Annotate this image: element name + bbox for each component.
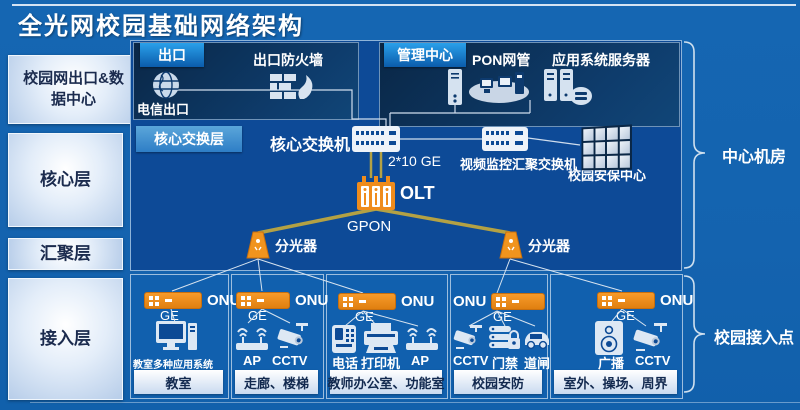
device-label: 教室多种应用系统 bbox=[133, 360, 213, 371]
bottom-divider bbox=[30, 402, 800, 403]
app-server-label: 应用系统服务器 bbox=[552, 52, 650, 68]
sidebar-item-egress-datacenter: 校园网出口&数据中心 bbox=[8, 55, 139, 124]
onu-icon bbox=[144, 292, 202, 309]
app-servers-icon bbox=[543, 68, 593, 108]
device-label: 道闸 bbox=[524, 356, 551, 371]
onu-4: ONU bbox=[453, 293, 546, 310]
pc-icon bbox=[155, 320, 199, 354]
zone-security: 校园安防 bbox=[454, 370, 542, 394]
pon-nms-label: PON网管 bbox=[472, 52, 531, 68]
tab-core-switch-layer: 核心交换层 bbox=[136, 126, 242, 152]
globe-icon bbox=[151, 70, 181, 100]
brace-marks bbox=[683, 41, 706, 393]
onu-icon bbox=[236, 292, 290, 309]
olt-label: OLT bbox=[400, 183, 435, 203]
sidebar-item-core-layer: 核心层 bbox=[8, 133, 123, 227]
onu-icon bbox=[338, 293, 396, 310]
device-label: 广播 bbox=[598, 356, 625, 371]
video-switch-label: 视频监控汇聚交换机 bbox=[460, 157, 578, 172]
phone-icon bbox=[330, 324, 358, 354]
top-divider bbox=[12, 4, 796, 6]
ap-icon bbox=[234, 324, 270, 352]
splitter-left-label: 分光器 bbox=[275, 238, 317, 254]
ge-label-4: GE bbox=[493, 309, 512, 324]
gpon-label: GPON bbox=[347, 218, 392, 235]
telecom-exit-label: 电信出口 bbox=[137, 102, 190, 117]
gate-barrier-icon bbox=[522, 326, 552, 350]
tab-management-center: 管理中心 bbox=[384, 43, 466, 67]
door-access-icon bbox=[488, 324, 520, 352]
zone-outdoor: 室外、操场、周界 bbox=[554, 370, 677, 394]
cctv-icon bbox=[632, 322, 668, 354]
onu-icon bbox=[491, 293, 546, 310]
cctv-icon bbox=[276, 322, 310, 352]
splitter-left-icon bbox=[245, 231, 271, 259]
cctv-icon bbox=[452, 324, 484, 352]
olt-icon bbox=[357, 176, 395, 210]
zone-classroom: 教室 bbox=[134, 370, 223, 394]
ap-icon bbox=[404, 324, 440, 352]
onu-5: ONU bbox=[597, 292, 693, 309]
video-switch-icon bbox=[482, 127, 528, 151]
security-center-label: 校园安保中心 bbox=[568, 168, 647, 183]
firewall-label: 出口防火墙 bbox=[253, 52, 323, 68]
printer-icon bbox=[362, 322, 400, 354]
sidebar-item-aggregation-layer: 汇聚层 bbox=[8, 238, 123, 270]
ge-label-2: GE bbox=[248, 308, 267, 323]
device-label: CCTV bbox=[635, 353, 671, 368]
splitter-right-label: 分光器 bbox=[528, 238, 570, 254]
core-switch-icon bbox=[352, 126, 400, 152]
page-title: 全光网校园基础网络架构 bbox=[18, 13, 304, 40]
server-tower-icon bbox=[447, 68, 463, 106]
tab-egress: 出口 bbox=[140, 43, 204, 67]
video-wall-icon bbox=[581, 124, 632, 171]
nms-workstation-icon bbox=[468, 70, 530, 104]
device-label: 电话 bbox=[332, 356, 359, 371]
onu-2: ONU bbox=[236, 292, 328, 309]
device-label: 打印机 bbox=[361, 356, 401, 371]
onu-1: ONU bbox=[144, 292, 240, 309]
device-label: AP bbox=[243, 353, 262, 368]
device-label: AP bbox=[411, 353, 430, 368]
onu-icon bbox=[597, 292, 655, 309]
device-label: CCTV bbox=[272, 353, 308, 368]
machine-room-label: 中心机房 bbox=[722, 149, 787, 166]
speaker-icon bbox=[594, 320, 624, 356]
splitter-right-icon bbox=[498, 231, 524, 259]
device-label: CCTV bbox=[453, 353, 489, 368]
sidebar-item-access-layer: 接入层 bbox=[8, 278, 123, 400]
zone-corridor: 走廊、楼梯 bbox=[235, 370, 318, 394]
device-label: 门禁 bbox=[492, 356, 519, 371]
campus-access-label: 校园接入点 bbox=[714, 330, 795, 347]
core-switch-label: 核心交换机 bbox=[270, 137, 351, 154]
uplink-label: 2*10 GE bbox=[388, 153, 441, 169]
onu-3: ONU bbox=[338, 293, 434, 310]
firewall-icon bbox=[270, 74, 314, 100]
zone-office: 教师办公室、功能室 bbox=[328, 370, 445, 394]
